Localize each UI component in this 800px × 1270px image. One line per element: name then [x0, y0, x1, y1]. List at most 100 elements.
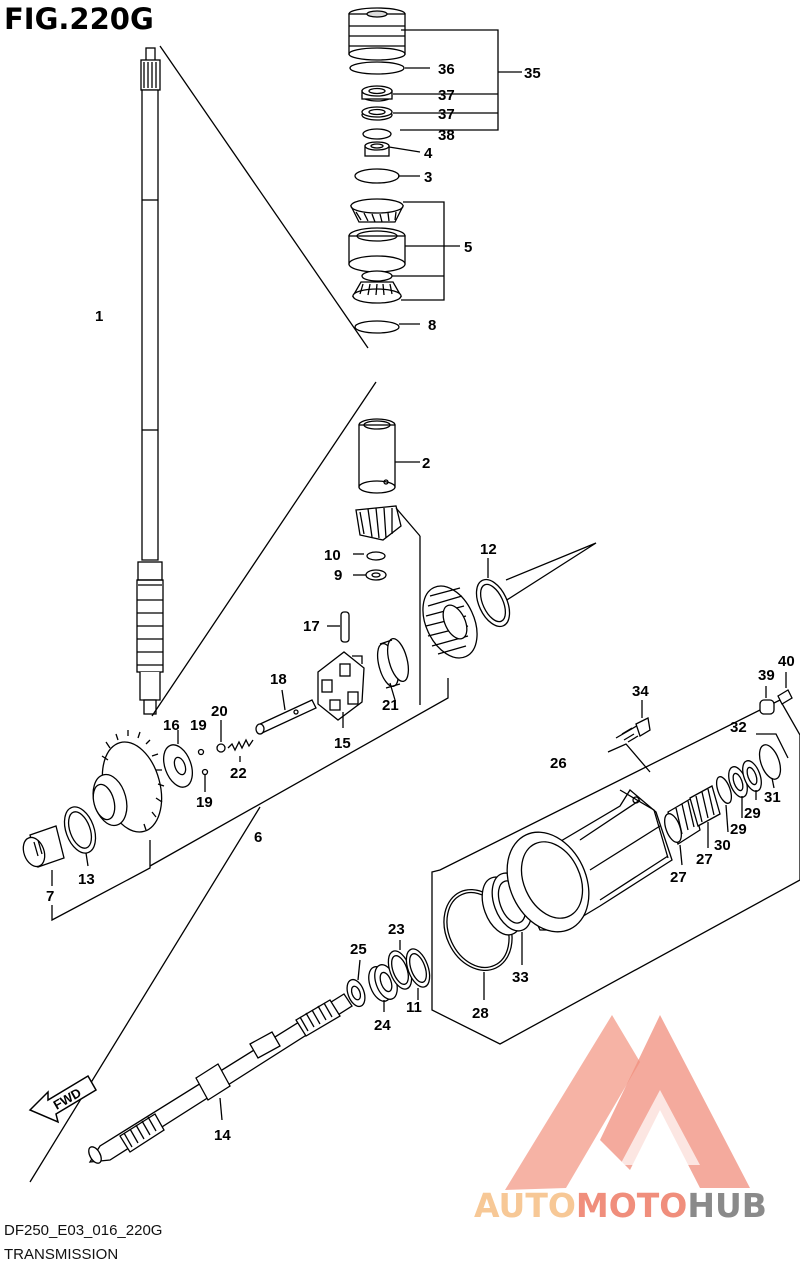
part-37-seal-b — [361, 106, 393, 121]
part-1-drive-shaft — [136, 47, 164, 715]
part-4-nut — [364, 141, 390, 157]
part-13-shim — [63, 806, 97, 854]
callout-30: 30 — [714, 837, 731, 854]
part-10-washer — [366, 551, 386, 561]
callout-34: 34 — [632, 683, 649, 700]
bracket-26 — [431, 699, 800, 1045]
callout-2: 2 — [422, 455, 430, 472]
callout-20: 20 — [211, 703, 228, 720]
callout-29b: 29 — [730, 821, 747, 838]
callout-32: 32 — [730, 719, 747, 736]
callout-5: 5 — [464, 239, 472, 256]
callout-9: 9 — [334, 567, 342, 584]
leader-32 — [756, 733, 789, 759]
part-34-bolt — [615, 717, 651, 743]
part-14-propeller-shaft — [88, 993, 353, 1164]
callout-23: 23 — [388, 921, 405, 938]
figure-title: FIG.220G — [4, 2, 154, 36]
callout-8: 8 — [428, 317, 436, 334]
callout-35: 35 — [524, 65, 541, 82]
callout-36: 36 — [438, 61, 455, 78]
bracket-6b — [149, 678, 449, 867]
watermark-logo-icon — [505, 1015, 750, 1190]
part-21-bushing — [376, 637, 410, 689]
callout-27a: 27 — [696, 851, 713, 868]
callout-16: 16 — [163, 717, 180, 734]
part-25-washer — [346, 978, 366, 1008]
part-29-seal-b — [742, 760, 762, 792]
part-19-ball-a — [197, 748, 205, 756]
callout-17: 17 — [303, 618, 320, 635]
callout-3: 3 — [424, 169, 432, 186]
part-30-seal — [715, 776, 733, 804]
watermark-hub: HUB — [687, 1186, 767, 1225]
callout-19a: 19 — [190, 717, 207, 734]
part-16-thrust-washer — [163, 744, 193, 788]
callout-29a: 29 — [744, 805, 761, 822]
callout-1: 1 — [95, 308, 103, 325]
callout-27b: 27 — [670, 869, 687, 886]
callout-12: 12 — [480, 541, 497, 558]
callout-26: 26 — [550, 755, 567, 772]
figure-name: TRANSMISSION — [4, 1246, 119, 1263]
part-19-ball-b — [201, 768, 209, 776]
part-2-sleeve — [358, 418, 396, 494]
part-35-housing — [348, 7, 406, 61]
figure-code: DF250_E03_016_220G — [4, 1222, 163, 1239]
part-27-needle-bearing — [664, 797, 701, 846]
part-40-screw — [777, 689, 793, 705]
part-22-spring — [227, 738, 254, 752]
part-38-circlip — [362, 128, 392, 140]
callout-40: 40 — [778, 653, 795, 670]
part-36-oring — [349, 61, 405, 75]
callout-6: 6 — [254, 829, 262, 846]
callout-38: 38 — [438, 127, 455, 144]
part-31-circlip — [758, 744, 782, 780]
explode-line-low — [29, 806, 261, 1183]
callout-19b: 19 — [196, 794, 213, 811]
bracket-26-tick — [607, 743, 651, 773]
callout-24: 24 — [374, 1017, 391, 1034]
explode-line-top — [159, 45, 369, 349]
part-7-needle-bearing — [22, 825, 65, 868]
callout-18: 18 — [270, 671, 287, 688]
callout-25: 25 — [350, 941, 367, 958]
watermark-moto: MOTO — [575, 1186, 688, 1225]
callout-21: 21 — [382, 697, 399, 714]
part-9-nut — [365, 569, 387, 581]
callout-14: 14 — [214, 1127, 231, 1144]
part-17-pin — [340, 611, 350, 643]
callout-13: 13 — [78, 871, 95, 888]
watermark-text: AUTOMOTOHUB — [474, 1186, 767, 1225]
callout-37b: 37 — [438, 106, 455, 123]
part-5-bearing-set — [348, 198, 406, 304]
part-39-nut — [759, 699, 775, 715]
bracket-6a — [51, 840, 151, 922]
part-37-seal-a — [361, 85, 393, 102]
callout-4: 4 — [424, 145, 433, 162]
bevel-gear-reverse — [422, 585, 478, 659]
part-26-gear-case-cap — [506, 789, 673, 933]
fwd-arrow-icon — [28, 1074, 98, 1124]
part-15-clutch — [317, 651, 365, 721]
callout-37a: 37 — [438, 87, 455, 104]
part-20-ball — [216, 743, 226, 753]
part-12-shim — [475, 578, 511, 628]
callout-11: 11 — [406, 999, 422, 1016]
part-18-push-rod — [255, 699, 317, 735]
bevel-gear-forward — [92, 730, 165, 833]
part-3-shim — [354, 168, 400, 184]
explode-line-mid — [151, 381, 377, 717]
part-11-shim — [405, 948, 431, 988]
callout-group: 1 36 35 37 37 38 4 3 5 8 2 10 9 12 17 18… — [46, 61, 795, 1144]
part-27-bearing-b — [689, 785, 721, 827]
callout-22: 22 — [230, 765, 247, 782]
callout-31: 31 — [764, 789, 781, 806]
callout-15: 15 — [334, 735, 351, 752]
callout-33: 33 — [512, 969, 529, 986]
callout-28: 28 — [472, 1005, 489, 1022]
callout-39: 39 — [758, 667, 775, 684]
callout-10: 10 — [324, 547, 341, 564]
